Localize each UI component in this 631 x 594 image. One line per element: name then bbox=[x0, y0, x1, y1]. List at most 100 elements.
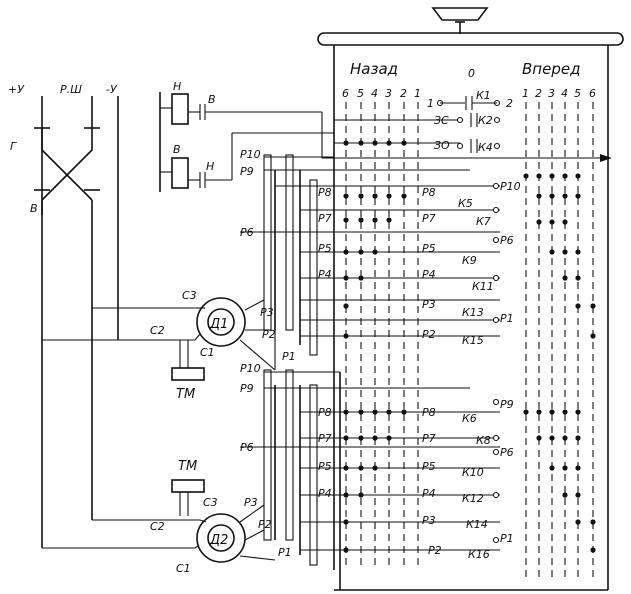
d1-p1-label: Р1 bbox=[282, 350, 296, 363]
motor-d2-label: Д2 bbox=[209, 533, 228, 548]
back-pos-2: 2 bbox=[400, 87, 407, 100]
d1-p8-label: Р8 bbox=[318, 186, 332, 199]
relay-g-label: Г bbox=[10, 140, 17, 153]
direction-coils: Н В В Н bbox=[159, 80, 334, 192]
fwd-pos-6: 6 bbox=[589, 87, 596, 100]
contactor-k10: К10 bbox=[462, 466, 484, 479]
d1-p7-right: Р7 bbox=[422, 212, 436, 225]
d1-p6-label: Р6 bbox=[240, 226, 254, 239]
back-pos-6: 6 bbox=[342, 87, 349, 100]
fwd-pos-3: 3 bbox=[548, 87, 555, 100]
zero-label: 0 bbox=[468, 67, 475, 80]
contactor-k1: К1 bbox=[476, 89, 491, 102]
back-pos-3: 3 bbox=[385, 87, 392, 100]
d2-c2-label: С2 bbox=[150, 520, 165, 533]
d1-p2-label: Р2 bbox=[262, 328, 276, 341]
fwd-pos-5: 5 bbox=[574, 87, 581, 100]
brake-magnet-2 bbox=[171, 479, 205, 493]
d2-p8-label: Р8 bbox=[318, 406, 332, 419]
contactor-k13: К13 bbox=[462, 306, 484, 319]
resistor-bar bbox=[263, 154, 272, 331]
d1-p6-right: Р6 bbox=[500, 234, 514, 247]
contactor-k8: К8 bbox=[476, 434, 491, 447]
d2-brake-label: ТМ bbox=[178, 459, 197, 474]
d2-p4-right: Р4 bbox=[422, 487, 436, 500]
fwd-pos-2: 2 bbox=[535, 87, 542, 100]
contactor-k12: К12 bbox=[462, 492, 484, 505]
contactor-k7: К7 bbox=[476, 215, 491, 228]
relay-v-label: В bbox=[30, 202, 38, 215]
d2-p5-right: Р5 bbox=[422, 460, 436, 473]
d2-p3-label: Р3 bbox=[244, 496, 258, 509]
row-zo-label: ЗО bbox=[434, 139, 450, 152]
controller-drum-top bbox=[317, 32, 624, 46]
forward-position-numbers: 1 2 3 4 5 6 bbox=[522, 87, 596, 100]
d2-p7-right: Р7 bbox=[422, 432, 436, 445]
d1-c1-label: С1 bbox=[200, 346, 215, 359]
d1-p8-right: Р8 bbox=[422, 186, 436, 199]
d1-p7-label: Р7 bbox=[318, 212, 332, 225]
switch-right-label: 2 bbox=[506, 97, 513, 110]
d1-p3-label: Р3 bbox=[260, 306, 274, 319]
back-pos-5: 5 bbox=[357, 87, 364, 100]
d1-p3-right: Р3 bbox=[422, 298, 436, 311]
d1-p10-label: Р10 bbox=[240, 148, 261, 161]
relay-bridge-line bbox=[41, 128, 93, 201]
back-title: Назад bbox=[350, 60, 398, 78]
d2-p3-right: Р3 bbox=[422, 514, 436, 527]
d1-c2-label: С2 bbox=[150, 324, 165, 337]
d2-p2-right: Р2 bbox=[428, 544, 442, 557]
d1-c3-label: С3 bbox=[182, 289, 197, 302]
d2-p9-label: Р9 bbox=[240, 382, 254, 395]
resistor-bar bbox=[263, 369, 272, 541]
d1-p1-right: Р1 bbox=[500, 312, 514, 325]
d1-p5-right: Р5 bbox=[422, 242, 436, 255]
contact-b-label: В bbox=[208, 93, 216, 106]
motor2-contact-dots bbox=[343, 409, 596, 553]
d2-c1-label: С1 bbox=[176, 562, 191, 575]
back-pos-1: 1 bbox=[414, 87, 421, 100]
d1-p5-label: Р5 bbox=[318, 242, 332, 255]
controller-handle bbox=[431, 7, 489, 21]
contactor-k5: К5 bbox=[458, 197, 473, 210]
d2-p6-right: Р6 bbox=[500, 446, 514, 459]
upper-control-rows bbox=[205, 111, 612, 162]
d1-p2-right: Р2 bbox=[422, 328, 436, 341]
d1-p4-label: Р4 bbox=[318, 268, 332, 281]
d1-p10-right: Р10 bbox=[500, 180, 521, 193]
d1-brake-label: ТМ bbox=[176, 387, 195, 402]
coil-n bbox=[171, 93, 189, 125]
contactor-k2: К2 bbox=[478, 114, 493, 127]
d2-p7-label: Р7 bbox=[318, 432, 332, 445]
contactor-k9: К9 bbox=[462, 254, 477, 267]
contactor-k16: К16 bbox=[468, 548, 490, 561]
d2-p8-right: Р8 bbox=[422, 406, 436, 419]
switch-left-label: 1 bbox=[427, 97, 434, 110]
minus-line-label: -У bbox=[106, 83, 118, 96]
d2-p5-label: Р5 bbox=[318, 460, 332, 473]
motor1-contact-dots bbox=[343, 140, 596, 339]
d2-p4-label: Р4 bbox=[318, 487, 332, 500]
forward-title: Вперед bbox=[522, 60, 580, 78]
d2-p6-label: Р6 bbox=[240, 441, 254, 454]
contactor-k4: К4 bbox=[478, 141, 493, 154]
motor1-group: Д1 С3 С2 С1 Р3 Р2 Р1 Р10 Р9 Р6 ТМ Р8 Р7 … bbox=[150, 148, 521, 402]
supply-lines: +У Р.Ш -У Г В bbox=[8, 83, 205, 549]
contactor-k6: К6 bbox=[462, 412, 477, 425]
fwd-pos-1: 1 bbox=[522, 87, 529, 100]
contactor-k15: К15 bbox=[462, 334, 484, 347]
mid-line-label: Р.Ш bbox=[60, 83, 82, 96]
d1-p9-label: Р9 bbox=[240, 165, 254, 178]
motor-d1 bbox=[196, 297, 246, 347]
resistor-bar bbox=[285, 369, 294, 541]
forward-position-columns bbox=[525, 102, 594, 580]
contactor-k14: К14 bbox=[466, 518, 488, 531]
motor-d2 bbox=[196, 513, 246, 563]
d2-p9-right: Р9 bbox=[500, 398, 514, 411]
motor2-group: Д2 С3 С2 С1 Р3 Р2 Р1 Р10 Р9 Р6 ТМ Р8 Р7 … bbox=[150, 362, 514, 590]
back-position-numbers: 6 5 4 3 2 1 bbox=[342, 87, 421, 100]
resistor-bar bbox=[309, 179, 318, 356]
coil-v bbox=[171, 157, 189, 189]
